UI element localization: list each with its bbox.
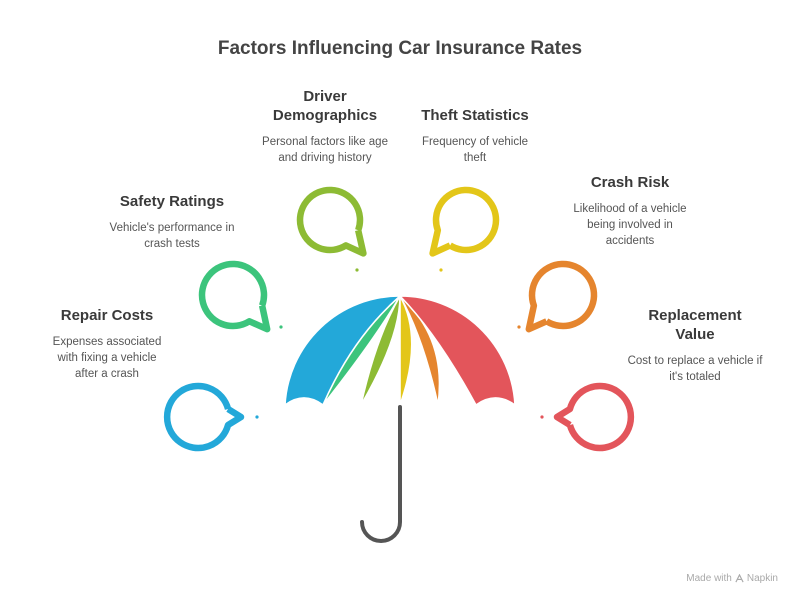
factor-title: Replacement Value <box>648 307 742 343</box>
umbrella-panel <box>399 295 449 407</box>
connector-dot <box>355 268 359 272</box>
umbrella-panel <box>398 295 516 407</box>
watermark-brand: Napkin <box>746 573 778 584</box>
speech-bubble-icon <box>296 186 367 272</box>
factor-title: Driver Demographics <box>272 88 378 124</box>
factor-title: Theft Statistics <box>421 107 529 124</box>
speech-bubble-outline <box>525 260 598 333</box>
factor-replacement-value: Replacement Value Cost to replace a vehi… <box>622 306 768 385</box>
factor-theft-statistics: Theft Statistics Frequency of vehicle th… <box>404 106 546 166</box>
speech-bubble-outline <box>198 260 271 333</box>
factor-description: Cost to replace a vehicle if it's totale… <box>627 355 763 383</box>
factor-title: Crash Risk <box>590 174 670 191</box>
factor-title: Repair Costs <box>60 307 154 324</box>
factor-safety-ratings: Safety Ratings Vehicle's performance in … <box>96 192 248 252</box>
factor-title: Safety Ratings <box>119 193 225 210</box>
speech-bubble-outline <box>429 186 500 257</box>
connector-dot <box>255 415 259 419</box>
speech-bubble-outline <box>296 186 367 257</box>
speech-bubble-icon <box>540 382 635 452</box>
umbrella-panel <box>321 295 401 408</box>
speech-bubble-outline <box>163 382 245 452</box>
speech-bubbles <box>163 186 635 452</box>
factor-driver-demographics: Driver Demographics Personal factors lik… <box>250 87 400 166</box>
factor-description: Frequency of vehicle theft <box>421 136 529 164</box>
factor-description: Personal factors like age and driving hi… <box>262 136 388 164</box>
umbrella-panel <box>398 292 413 408</box>
speech-bubble-icon <box>429 186 500 272</box>
connector-dot <box>439 268 443 272</box>
watermark: Made with Napkin <box>686 573 778 584</box>
factor-description: Likelihood of a vehicle being involved i… <box>573 203 687 247</box>
factor-crash-risk: Crash Risk Likelihood of a vehicle being… <box>550 173 710 249</box>
factor-repair-costs: Repair Costs Expenses associated with fi… <box>32 306 182 382</box>
factor-description: Vehicle's performance in crash tests <box>109 222 235 250</box>
napkin-logo-icon <box>735 574 744 583</box>
connector-dot <box>517 325 521 329</box>
connector-dot <box>540 415 544 419</box>
speech-bubble-icon <box>517 260 598 333</box>
factor-description: Expenses associated with fixing a vehicl… <box>52 336 162 380</box>
speech-bubble-icon <box>163 382 259 452</box>
watermark-text: Made with <box>686 573 732 584</box>
umbrella-panel <box>359 293 401 407</box>
page-title: Factors Influencing Car Insurance Rates <box>217 38 583 59</box>
umbrella-handle <box>360 405 402 543</box>
speech-bubble-icon <box>198 260 283 333</box>
umbrella-icon <box>284 292 516 543</box>
speech-bubble-outline <box>553 382 635 452</box>
connector-dot <box>279 325 283 329</box>
